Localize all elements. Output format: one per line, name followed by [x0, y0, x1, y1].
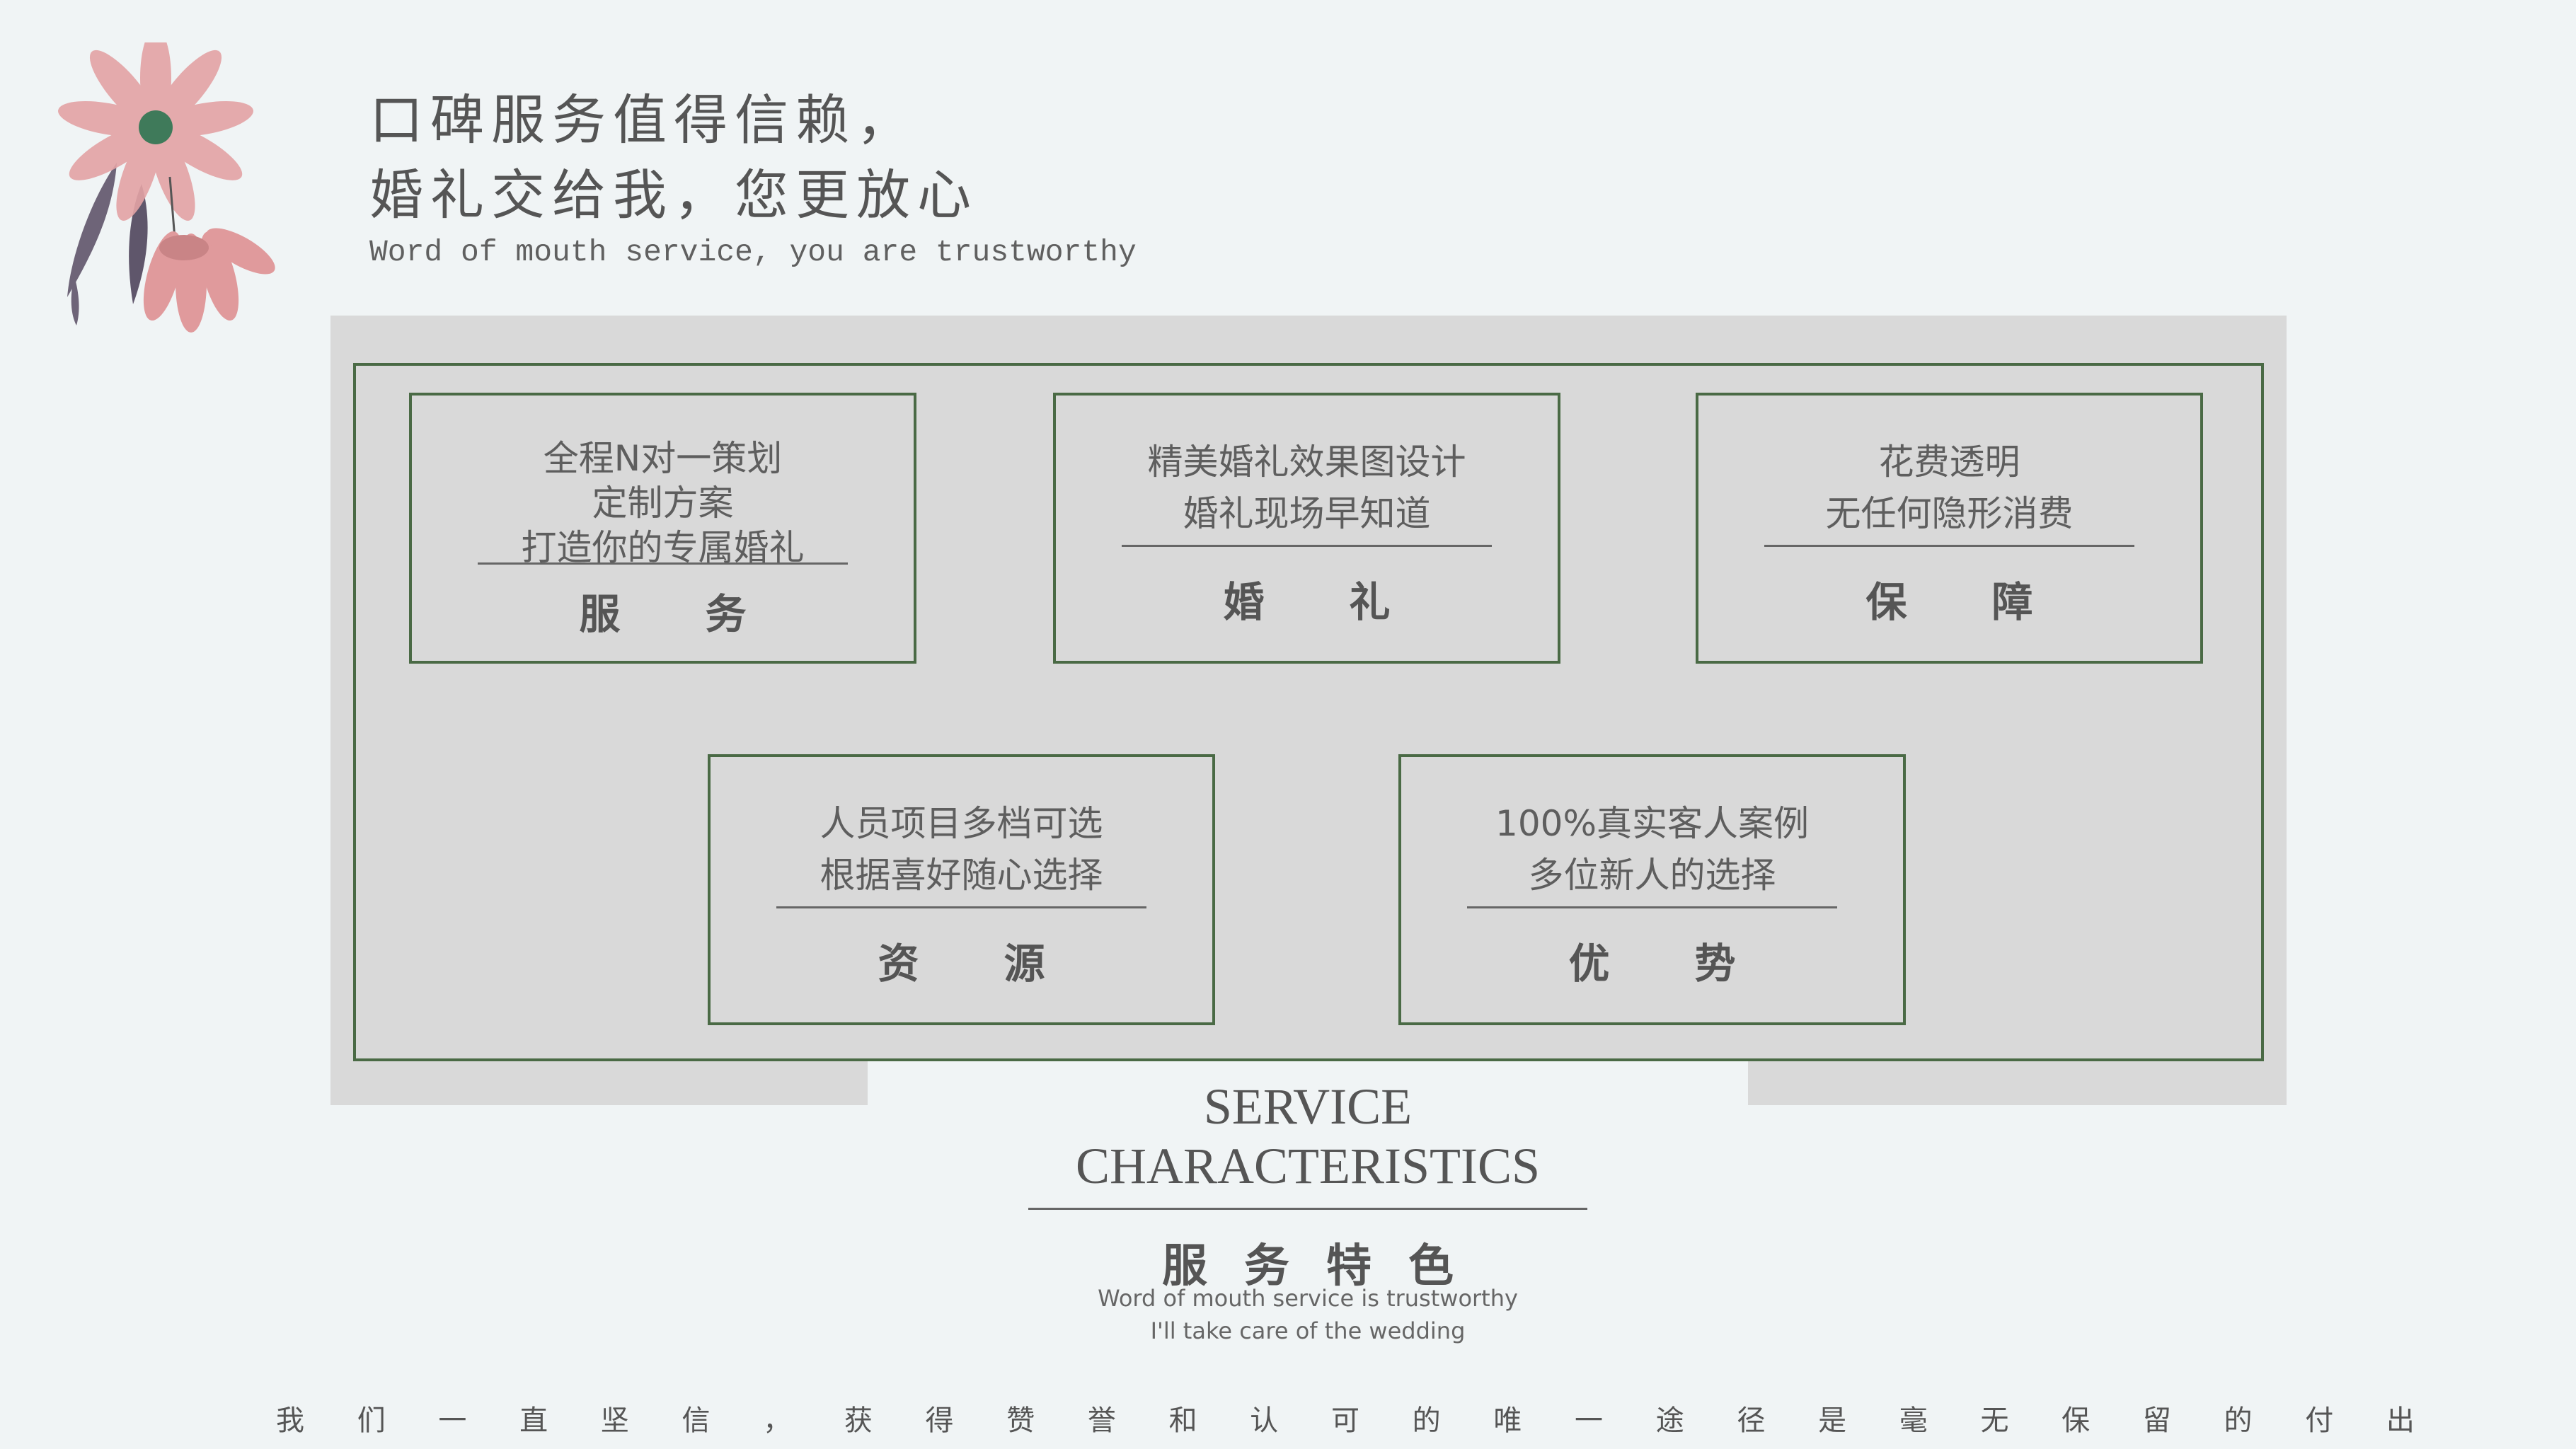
motto-char: 是 [1818, 1404, 1847, 1437]
section-title-cn: 服务特色 [1162, 1240, 1490, 1293]
card-divider [1467, 906, 1837, 908]
features-frame [353, 363, 2264, 1061]
card-label: 保障 [1698, 569, 2200, 628]
card-text: 100%真实客人案例 [1495, 803, 1809, 844]
card-label-char: 势 [1694, 940, 1736, 988]
motto-char: 途 [1655, 1404, 1684, 1437]
feature-card-advantage: 100%真实客人案例 多位新人的选择 优势 [1398, 754, 1906, 1025]
section-title-en: SERVICE CHARACTERISTICS [883, 1077, 1732, 1196]
card-text: 婚礼现场早知道 [1183, 493, 1431, 534]
card-label: 婚礼 [1056, 569, 1558, 628]
card-divider [1122, 545, 1492, 547]
panel-cutout [868, 1061, 1748, 1107]
motto-char: ， [763, 1404, 792, 1437]
motto-char: 赞 [1006, 1404, 1035, 1437]
feature-card-resources: 人员项目多档可选 根据喜好随心选择 资源 [708, 754, 1215, 1025]
card-text: 打造你的专属婚礼 [521, 527, 805, 568]
section-divider [1028, 1208, 1587, 1210]
motto-char: 留 [2142, 1404, 2171, 1437]
card-label-char: 务 [705, 590, 747, 638]
feature-card-guarantee: 花费透明 无任何隐形消费 保障 [1696, 393, 2203, 664]
features-panel [330, 316, 2287, 1105]
feature-card-service: 全程N对一策划 定制方案 打造你的专属婚礼 服务 [409, 393, 916, 664]
motto-char: 唯 [1493, 1404, 1522, 1437]
card-label-char: 障 [1991, 578, 2033, 626]
headline-line-1: 口碑服务值得信赖， [369, 88, 917, 151]
card-text: 人员项目多档可选 [820, 803, 1103, 844]
card-text: 花费透明 [1878, 441, 2020, 483]
card-text: 多位新人的选择 [1528, 855, 1776, 896]
motto-char: 和 [1168, 1404, 1197, 1437]
motto-char: 得 [925, 1404, 954, 1437]
motto-char: 坚 [600, 1404, 629, 1437]
motto-char: 付 [2305, 1404, 2334, 1437]
card-divider [478, 562, 848, 565]
motto-char: 毫 [1899, 1404, 1928, 1437]
headline-line-2: 婚礼交给我，您更放心 [369, 163, 978, 226]
card-label: 优势 [1401, 930, 1903, 990]
motto-char: 认 [1250, 1404, 1279, 1437]
card-text: 精美婚礼效果图设计 [1147, 441, 1466, 483]
card-text: 根据喜好随心选择 [820, 855, 1103, 896]
headline-subtitle: Word of mouth service, you are trustwort… [369, 235, 1137, 270]
section-tagline-2: I'll take care of the wedding [1150, 1317, 1466, 1344]
card-text: 全程N对一策划 [543, 438, 783, 479]
card-divider [1764, 545, 2134, 547]
card-label-char: 优 [1568, 940, 1610, 988]
card-text: 定制方案 [592, 483, 734, 524]
motto-char: 径 [1737, 1404, 1766, 1437]
section-tagline-1: Word of mouth service is trustworthy [1098, 1285, 1518, 1312]
card-text: 无任何隐形消费 [1825, 493, 2074, 534]
motto-char: 的 [2224, 1404, 2253, 1437]
motto-char: 出 [2386, 1404, 2415, 1437]
section-title-en-line2: CHARACTERISTICS [1075, 1138, 1541, 1194]
card-label-char: 礼 [1349, 578, 1391, 626]
motto-char: 的 [1412, 1404, 1441, 1437]
large-flower-icon [58, 42, 253, 221]
card-label-char: 婚 [1223, 578, 1265, 626]
card-label: 资源 [711, 930, 1212, 990]
motto-char: 信 [682, 1404, 711, 1437]
motto-char: 保 [2062, 1404, 2091, 1437]
card-label-char: 资 [878, 940, 919, 988]
motto-char: 一 [1575, 1404, 1603, 1437]
motto-char: 获 [844, 1404, 873, 1437]
motto-line: 我 们 一 直 坚 信 ， 获 得 赞 誉 和 认 可 的 唯 一 途 径 是 毫 无 保 留 的 付 出 [276, 1397, 2415, 1438]
card-divider [776, 906, 1146, 908]
motto-char: 无 [1980, 1404, 2009, 1437]
feature-card-wedding: 精美婚礼效果图设计 婚礼现场早知道 婚礼 [1053, 393, 1560, 664]
motto-char: 誉 [1087, 1404, 1116, 1437]
card-label: 服务 [412, 581, 914, 640]
motto-char: 我 [276, 1404, 304, 1437]
card-label-char: 保 [1865, 578, 1907, 626]
motto-char: 直 [519, 1404, 548, 1437]
section-title-en-line1: SERVICE [1203, 1078, 1413, 1135]
motto-char: 可 [1330, 1404, 1359, 1437]
motto-char: 一 [438, 1404, 467, 1437]
flower-decoration [58, 42, 275, 333]
small-flower-icon [143, 228, 275, 333]
motto-char: 们 [357, 1404, 386, 1437]
card-label-char: 源 [1004, 940, 1045, 988]
card-label-char: 服 [579, 590, 621, 638]
